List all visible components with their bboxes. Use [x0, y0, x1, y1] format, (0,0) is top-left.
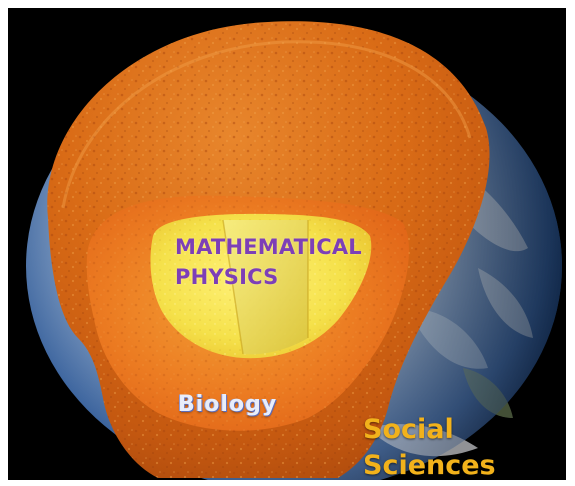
crust-label-line1: Social	[363, 414, 454, 445]
mantle-label: Biology	[178, 392, 278, 417]
earth-layers-diagram	[26, 21, 562, 480]
core-label-line2: PHYSICS	[175, 265, 279, 289]
core-label-line1: MATHEMATICAL	[175, 235, 362, 259]
core-layer	[150, 213, 372, 359]
crust-label-line2: Sciences	[363, 450, 496, 480]
illustration-frame: MATHEMATICAL PHYSICS Biology Social Scie…	[8, 8, 566, 480]
